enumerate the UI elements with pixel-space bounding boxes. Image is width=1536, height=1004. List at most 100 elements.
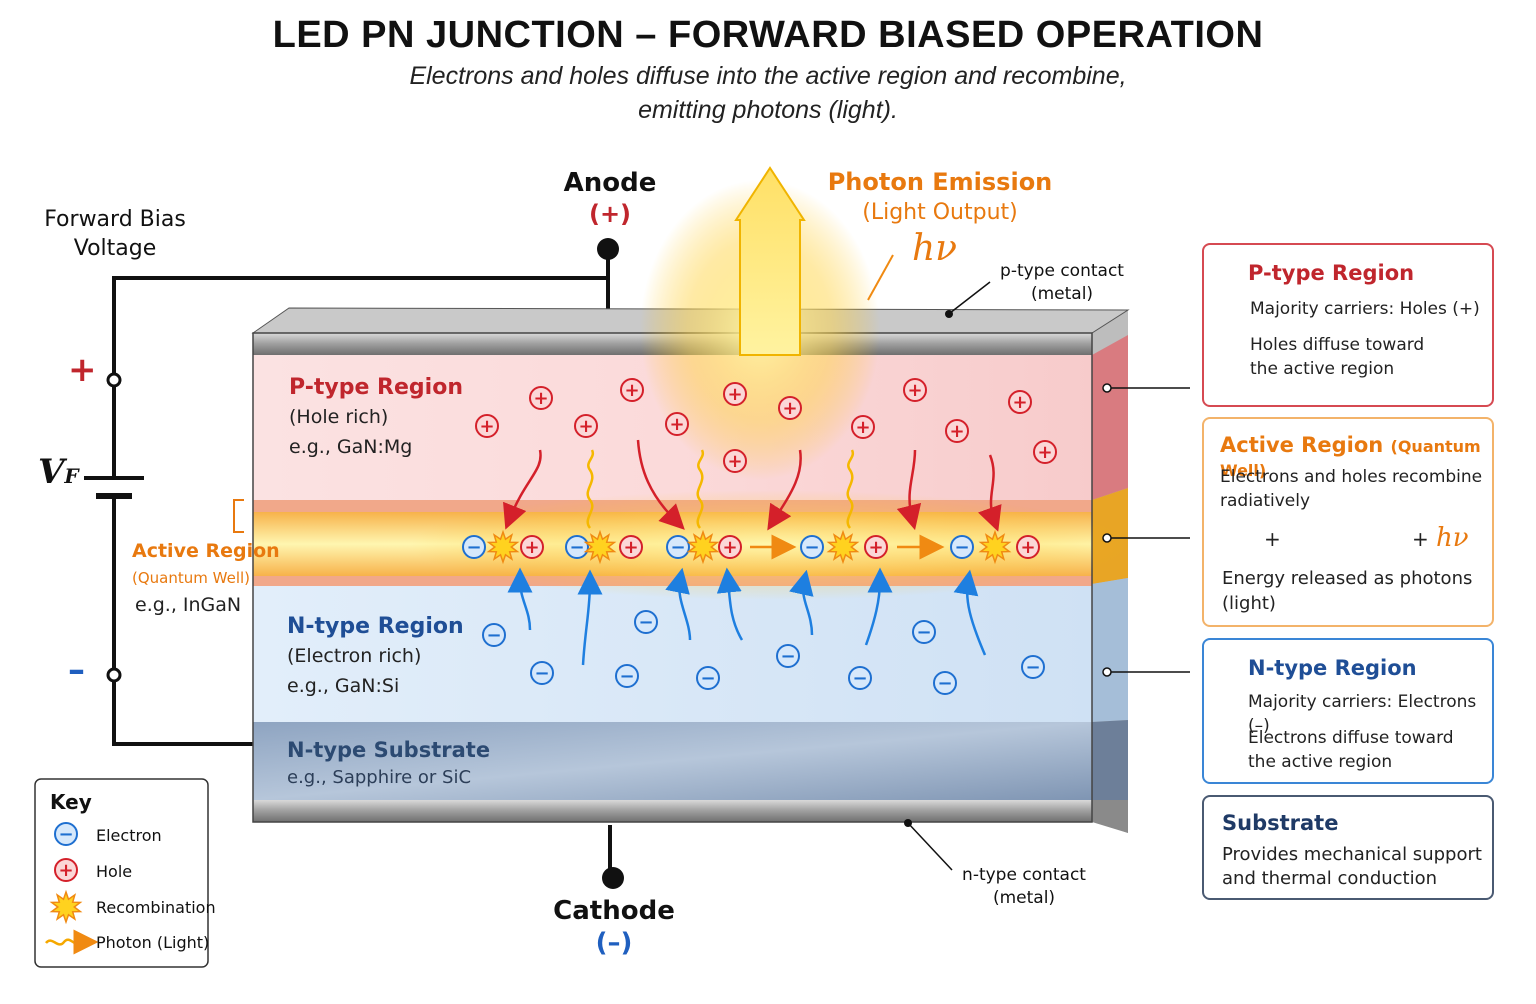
hole-symbol: +	[1016, 535, 1040, 559]
svg-text:−: −	[700, 668, 715, 689]
hole-symbol: +	[1008, 390, 1032, 414]
svg-text:−: −	[954, 537, 969, 558]
svg-text:+: +	[58, 860, 73, 881]
hole-symbol: +	[665, 412, 689, 436]
key-title: Key	[50, 790, 92, 814]
svg-text:+: +	[669, 414, 684, 435]
n-region-line1: (Electron rich)	[287, 645, 422, 667]
n-region-line2: e.g., GaN:Si	[287, 675, 400, 697]
hole-symbol: +	[718, 535, 742, 559]
photon-emission-subtitle: (Light Output)	[862, 200, 1018, 225]
cathode-label: Cathode	[553, 896, 675, 926]
card-n-line2: Electrons diffuse toward	[1248, 728, 1454, 748]
hole-symbol: +	[619, 535, 643, 559]
svg-text:+: +	[868, 537, 883, 558]
card-p-line2: Holes diffuse toward	[1250, 335, 1425, 355]
hole-symbol: +	[520, 535, 544, 559]
svg-text:+: +	[623, 537, 638, 558]
substrate-title: N-type Substrate	[287, 738, 491, 762]
svg-text:−: −	[58, 824, 73, 845]
n-region-side	[1092, 578, 1128, 722]
active-region-line2: e.g., InGaN	[135, 594, 242, 616]
electron-symbol: −	[933, 671, 957, 695]
key-item-electron: Electron	[96, 826, 162, 845]
key-box	[34, 778, 209, 968]
hole-symbol: +	[903, 378, 927, 402]
electron-symbol: −	[482, 623, 506, 647]
card-active-title: Active Region (Quantum Well)	[1220, 433, 1492, 481]
svg-text:+: +	[1012, 392, 1027, 413]
plus-terminal	[106, 372, 122, 388]
card-active-eq-hv: hν	[1436, 523, 1469, 553]
key-electron-icon: −	[54, 822, 78, 846]
svg-text:+: +	[907, 380, 922, 401]
electron-symbol: −	[950, 535, 974, 559]
p-contact-line1: p-type contact	[1000, 261, 1124, 281]
card-p-line3: the active region	[1250, 359, 1395, 379]
forward-bias-line2: Voltage	[73, 236, 157, 261]
electron-symbol: −	[800, 535, 824, 559]
electron-symbol: −	[462, 535, 486, 559]
hole-symbol: +	[945, 419, 969, 443]
svg-text:−: −	[780, 646, 795, 667]
card-p-title: P-type Region	[1248, 261, 1415, 285]
key-recombination-icon	[49, 889, 83, 925]
recombination-burst-icon	[686, 529, 720, 565]
circuit-plus-sign: +	[68, 350, 97, 390]
electron-symbol: −	[666, 535, 690, 559]
hole-symbol: +	[723, 449, 747, 473]
subtitle-line-2: emitting photons (light).	[638, 96, 898, 124]
p-contact-label: p-type contact (metal)	[990, 260, 1134, 306]
svg-text:−: −	[1025, 657, 1040, 678]
svg-text:+: +	[727, 451, 742, 472]
card-substrate-line2: and thermal conduction	[1222, 868, 1438, 889]
hole-symbol: +	[864, 535, 888, 559]
anode-sign: (+)	[588, 200, 632, 228]
subtitle-line-1: Electrons and holes diffuse into the act…	[409, 62, 1127, 90]
vf-subscript: F	[64, 464, 79, 488]
photon-output-arrow	[734, 166, 806, 356]
svg-text:−: −	[804, 537, 819, 558]
hole-symbol: +	[851, 415, 875, 439]
vf-label: VF	[38, 452, 79, 492]
battery-symbol	[84, 476, 144, 499]
electron-symbol: −	[1021, 655, 1045, 679]
hole-symbol: +	[574, 414, 598, 438]
hole-symbol: +	[529, 386, 553, 410]
forward-bias-line1: Forward Bias	[44, 207, 186, 232]
card-active-line4: (light)	[1222, 593, 1276, 614]
hole-symbol: +	[475, 414, 499, 438]
electron-symbol: −	[848, 666, 872, 690]
card-n-region: N-type Region Majority carriers: Electro…	[1202, 638, 1494, 784]
svg-text:−: −	[569, 537, 584, 558]
circuit-minus-sign: –	[68, 650, 85, 690]
svg-text:+: +	[624, 380, 639, 401]
substrate-line1: e.g., Sapphire or SiC	[287, 767, 472, 788]
card-active-eq-plus1: +	[1264, 527, 1281, 551]
svg-text:−: −	[670, 537, 685, 558]
hole-symbol: +	[778, 396, 802, 420]
electrons-group: −−−−−−−−−−	[482, 610, 1045, 695]
svg-text:−: −	[916, 622, 931, 643]
vf-main: V	[38, 452, 65, 492]
electron-symbol: −	[565, 535, 589, 559]
electron-symbol: −	[634, 610, 658, 634]
electron-symbol: −	[696, 666, 720, 690]
active-region-line1: (Quantum Well)	[132, 569, 251, 587]
card-active-title-sub: (Quantum Well)	[1220, 437, 1481, 480]
svg-text:+: +	[578, 416, 593, 437]
hole-symbol: +	[620, 378, 644, 402]
key-hole-icon: +	[54, 858, 78, 882]
substrate-side	[1092, 720, 1128, 800]
card-p-region: P-type Region Majority carriers: Holes (…	[1202, 243, 1494, 407]
card-substrate: Substrate Provides mechanical support an…	[1202, 795, 1494, 900]
card-p-line1: Majority carriers: Holes (+)	[1250, 299, 1480, 319]
recombination-burst-icon	[978, 529, 1012, 565]
svg-text:−: −	[937, 673, 952, 694]
photon-squiggles	[586, 449, 855, 529]
p-contact-callout-dot	[945, 310, 953, 318]
svg-text:+: +	[533, 388, 548, 409]
electron-symbol: −	[912, 620, 936, 644]
svg-text:−: −	[466, 537, 481, 558]
